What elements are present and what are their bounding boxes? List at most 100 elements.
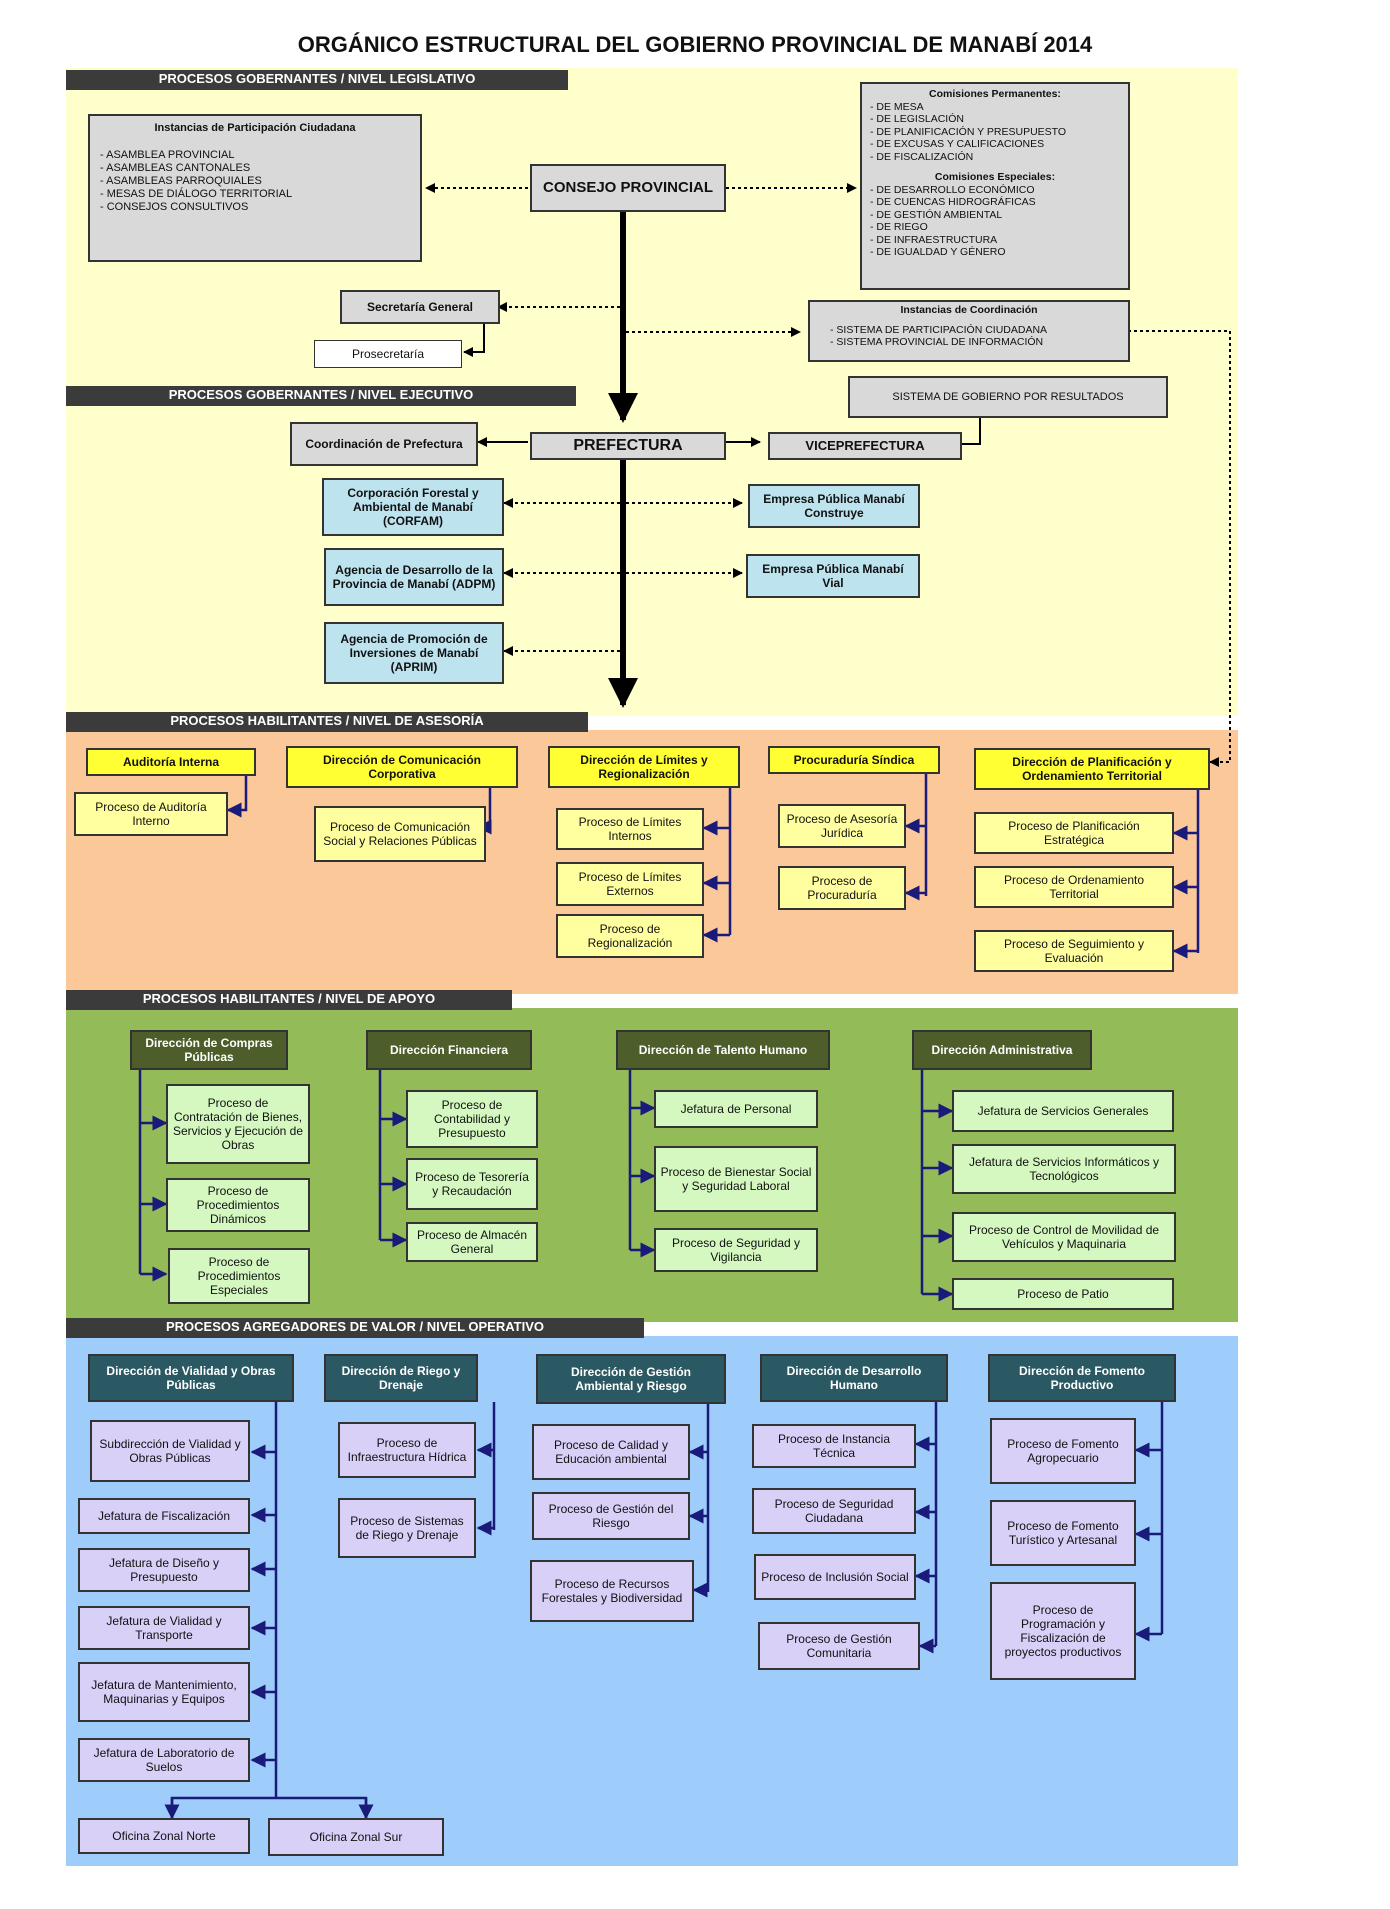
list-item: - DE IGUALDAD Y GÉNERO <box>870 246 1006 258</box>
empresa-publica-vial: Empresa Pública Manabí Vial <box>746 554 920 598</box>
value-header: PROCESOS AGREGADORES DE VALOR / NIVEL OP… <box>66 1318 644 1338</box>
list-item: - CONSEJOS CONSULTIVOS <box>100 201 249 213</box>
auditoria-interna: Auditoría Interna <box>86 748 256 776</box>
list-item: - MESAS DE DIÁLOGO TERRITORIAL <box>100 188 293 200</box>
legislative-header: PROCESOS GOBERNANTES / NIVEL LEGISLATIVO <box>66 70 568 90</box>
proceso-auditoria: Proceso de Auditoría Interno <box>74 792 228 836</box>
jefatura-laboratorio: Jefatura de Laboratorio de Suelos <box>78 1738 250 1782</box>
direccion-administrativa: Dirección Administrativa <box>912 1030 1092 1070</box>
proceso-infraestructura-hidrica: Proceso de Infraestructura Hídrica <box>338 1422 476 1478</box>
proceso-patio: Proceso de Patio <box>952 1278 1174 1310</box>
proceso-procedimientos-dinamicos: Proceso de Procedimientos Dinámicos <box>166 1178 310 1232</box>
jefatura-fiscalizacion: Jefatura de Fiscalización <box>78 1498 250 1534</box>
proceso-seguridad-ciudadana: Proceso de Seguridad Ciudadana <box>752 1488 916 1534</box>
oficina-zonal-sur: Oficina Zonal Sur <box>268 1818 444 1856</box>
direccion-vialidad: Dirección de Vialidad y Obras Públicas <box>88 1354 294 1402</box>
jefatura-diseno-presupuesto: Jefatura de Diseño y Presupuesto <box>78 1548 250 1592</box>
jefatura-vialidad-transporte: Jefatura de Vialidad y Transporte <box>78 1606 250 1650</box>
executive-header: PROCESOS GOBERNANTES / NIVEL EJECUTIVO <box>66 386 576 406</box>
permanent-title: Comisiones Permanentes: <box>929 88 1061 100</box>
page-title: ORGÁNICO ESTRUCTURAL DEL GOBIERNO PROVIN… <box>297 32 1093 57</box>
proceso-ordenamiento-territorial: Proceso de Ordenamiento Territorial <box>974 866 1174 908</box>
list-item: - DE PLANIFICACIÓN Y PRESUPUESTO <box>870 125 1067 138</box>
support-header: PROCESOS HABILITANTES / NIVEL DE APOYO <box>66 990 512 1010</box>
proceso-procuraduria: Proceso de Procuraduría <box>778 866 906 910</box>
viceprefectura: VICEPREFECTURA <box>768 432 962 460</box>
direccion-fomento-productivo: Dirección de Fomento Productivo <box>988 1354 1176 1402</box>
direccion-riego-drenaje: Dirección de Riego y Drenaje <box>324 1354 478 1402</box>
coordination-list: - SISTEMA DE PARTICIPACIÓN CIUDADANA - S… <box>830 324 1108 348</box>
list-item: - SISTEMA DE PARTICIPACIÓN CIUDADANA <box>830 324 1048 336</box>
proceso-seguimiento-evaluacion: Proceso de Seguimiento y Evaluación <box>974 930 1174 972</box>
jefatura-mantenimiento: Jefatura de Mantenimiento, Maquinarias y… <box>78 1662 250 1722</box>
proceso-gestion-riesgo: Proceso de Gestión del Riesgo <box>532 1492 690 1540</box>
proceso-sistemas-riego: Proceso de Sistemas de Riego y Drenaje <box>338 1498 476 1558</box>
proceso-comunicacion: Proceso de Comunicación Social y Relacio… <box>314 806 486 862</box>
special-title: Comisiones Especiales: <box>934 171 1056 183</box>
direccion-comunicacion: Dirección de Comunicación Corporativa <box>286 746 518 788</box>
proceso-fomento-agropecuario: Proceso de Fomento Agropecuario <box>990 1418 1136 1484</box>
list-item: - DE LEGISLACIÓN <box>870 113 964 125</box>
proceso-planificacion-estrategica: Proceso de Planificación Estratégica <box>974 812 1174 854</box>
direccion-talento-humano: Dirección de Talento Humano <box>616 1030 830 1070</box>
coordination-title: Instancias de Coordinación <box>900 304 1038 316</box>
coordinacion-prefectura: Coordinación de Prefectura <box>290 422 478 466</box>
proceso-limites-externos: Proceso de Límites Externos <box>556 862 704 906</box>
prefectura: PREFECTURA <box>530 432 726 460</box>
jefatura-personal: Jefatura de Personal <box>654 1090 818 1128</box>
proceso-tesoreria: Proceso de Tesorería y Recaudación <box>406 1158 538 1210</box>
proceso-seguridad-vigilancia: Proceso de Seguridad y Vigilancia <box>654 1228 818 1272</box>
list-item: - DE CUENCAS HIDROGRÁFICAS <box>870 196 1036 208</box>
aprim: Agencia de Promoción de Inversiones de M… <box>324 622 504 684</box>
oficina-zonal-norte: Oficina Zonal Norte <box>78 1818 250 1854</box>
jefatura-servicios-generales: Jefatura de Servicios Generales <box>952 1090 1174 1132</box>
direccion-desarrollo-humano: Dirección de Desarrollo Humano <box>760 1354 948 1402</box>
proceso-control-movilidad: Proceso de Control de Movilidad de Vehíc… <box>952 1212 1176 1262</box>
list-item: - SISTEMA PROVINCIAL DE INFORMACIÓN <box>830 336 1044 348</box>
proceso-gestion-comunitaria: Proceso de Gestión Comunitaria <box>758 1622 920 1670</box>
list-item: - DE MESA <box>870 100 924 113</box>
proceso-regionalizacion: Proceso de Regionalización <box>556 914 704 958</box>
special-list: - DE DESARROLLO ECONÓMICO - DE CUENCAS H… <box>870 184 1120 259</box>
list-item: - DE RIEGO <box>870 221 928 233</box>
coordination-panel: Instancias de Coordinación - SISTEMA DE … <box>808 300 1130 362</box>
participation-list: - ASAMBLEA PROVINCIAL - ASAMBLEAS CANTON… <box>100 149 410 214</box>
direccion-gestion-ambiental: Dirección de Gestión Ambiental y Riesgo <box>536 1354 726 1404</box>
proceso-almacen: Proceso de Almacén General <box>406 1222 538 1262</box>
proceso-recursos-forestales: Proceso de Recursos Forestales y Biodive… <box>530 1560 694 1622</box>
proceso-limites-internos: Proceso de Límites Internos <box>556 808 704 850</box>
direccion-limites: Dirección de Límites y Regionalización <box>548 746 740 788</box>
proceso-contratacion: Proceso de Contratación de Bienes, Servi… <box>166 1084 310 1164</box>
list-item: - DE DESARROLLO ECONÓMICO <box>870 183 1035 196</box>
sistema-gobierno-resultados: SISTEMA DE GOBIERNO POR RESULTADOS <box>848 376 1168 418</box>
list-item: - DE INFRAESTRUCTURA <box>870 233 998 246</box>
list-item: - ASAMBLEAS PARROQUIALES <box>100 175 262 187</box>
direccion-compras-publicas: Dirección de Compras Públicas <box>130 1030 288 1070</box>
permanent-list: - DE MESA - DE LEGISLACIÓN - DE PLANIFIC… <box>870 101 1120 164</box>
advisory-header: PROCESOS HABILITANTES / NIVEL DE ASESORÍ… <box>66 712 588 732</box>
proceso-instancia-tecnica: Proceso de Instancia Técnica <box>752 1424 916 1468</box>
list-item: - ASAMBLEA PROVINCIAL <box>100 149 235 161</box>
list-item: - DE EXCUSAS Y CALIFICACIONES <box>870 138 1045 150</box>
list-item: - DE GESTIÓN AMBIENTAL <box>870 208 1003 221</box>
proceso-fomento-turistico: Proceso de Fomento Turístico y Artesanal <box>990 1500 1136 1566</box>
proceso-programacion-fiscalizacion: Proceso de Programación y Fiscalización … <box>990 1582 1136 1680</box>
proceso-asesoria-juridica: Proceso de Asesoría Jurídica <box>778 804 906 848</box>
commissions-panel: Comisiones Permanentes: - DE MESA - DE L… <box>860 82 1130 290</box>
corfam: Corporación Forestal y Ambiental de Mana… <box>322 478 504 536</box>
prosecretaria: Prosecretaría <box>314 340 462 368</box>
adpm: Agencia de Desarrollo de la Provincia de… <box>324 548 504 606</box>
subdireccion-vialidad: Subdirección de Vialidad y Obras Pública… <box>90 1420 250 1482</box>
empresa-publica-construye: Empresa Pública Manabí Construye <box>748 484 920 528</box>
consejo-provincial: CONSEJO PROVINCIAL <box>530 164 726 212</box>
procuraduria-sindica: Procuraduría Síndica <box>768 746 940 774</box>
direccion-financiera: Dirección Financiera <box>366 1030 532 1070</box>
secretaria-general: Secretaría General <box>340 290 500 324</box>
proceso-procedimientos-especiales: Proceso de Procedimientos Especiales <box>168 1248 310 1304</box>
direccion-planificacion: Dirección de Planificación y Ordenamient… <box>974 748 1210 790</box>
proceso-inclusion-social: Proceso de Inclusión Social <box>754 1554 916 1600</box>
list-item: - ASAMBLEAS CANTONALES <box>100 162 251 174</box>
proceso-calidad-educacion: Proceso de Calidad y Educación ambiental <box>532 1424 690 1480</box>
jefatura-servicios-informaticos: Jefatura de Servicios Informáticos y Tec… <box>952 1144 1176 1194</box>
